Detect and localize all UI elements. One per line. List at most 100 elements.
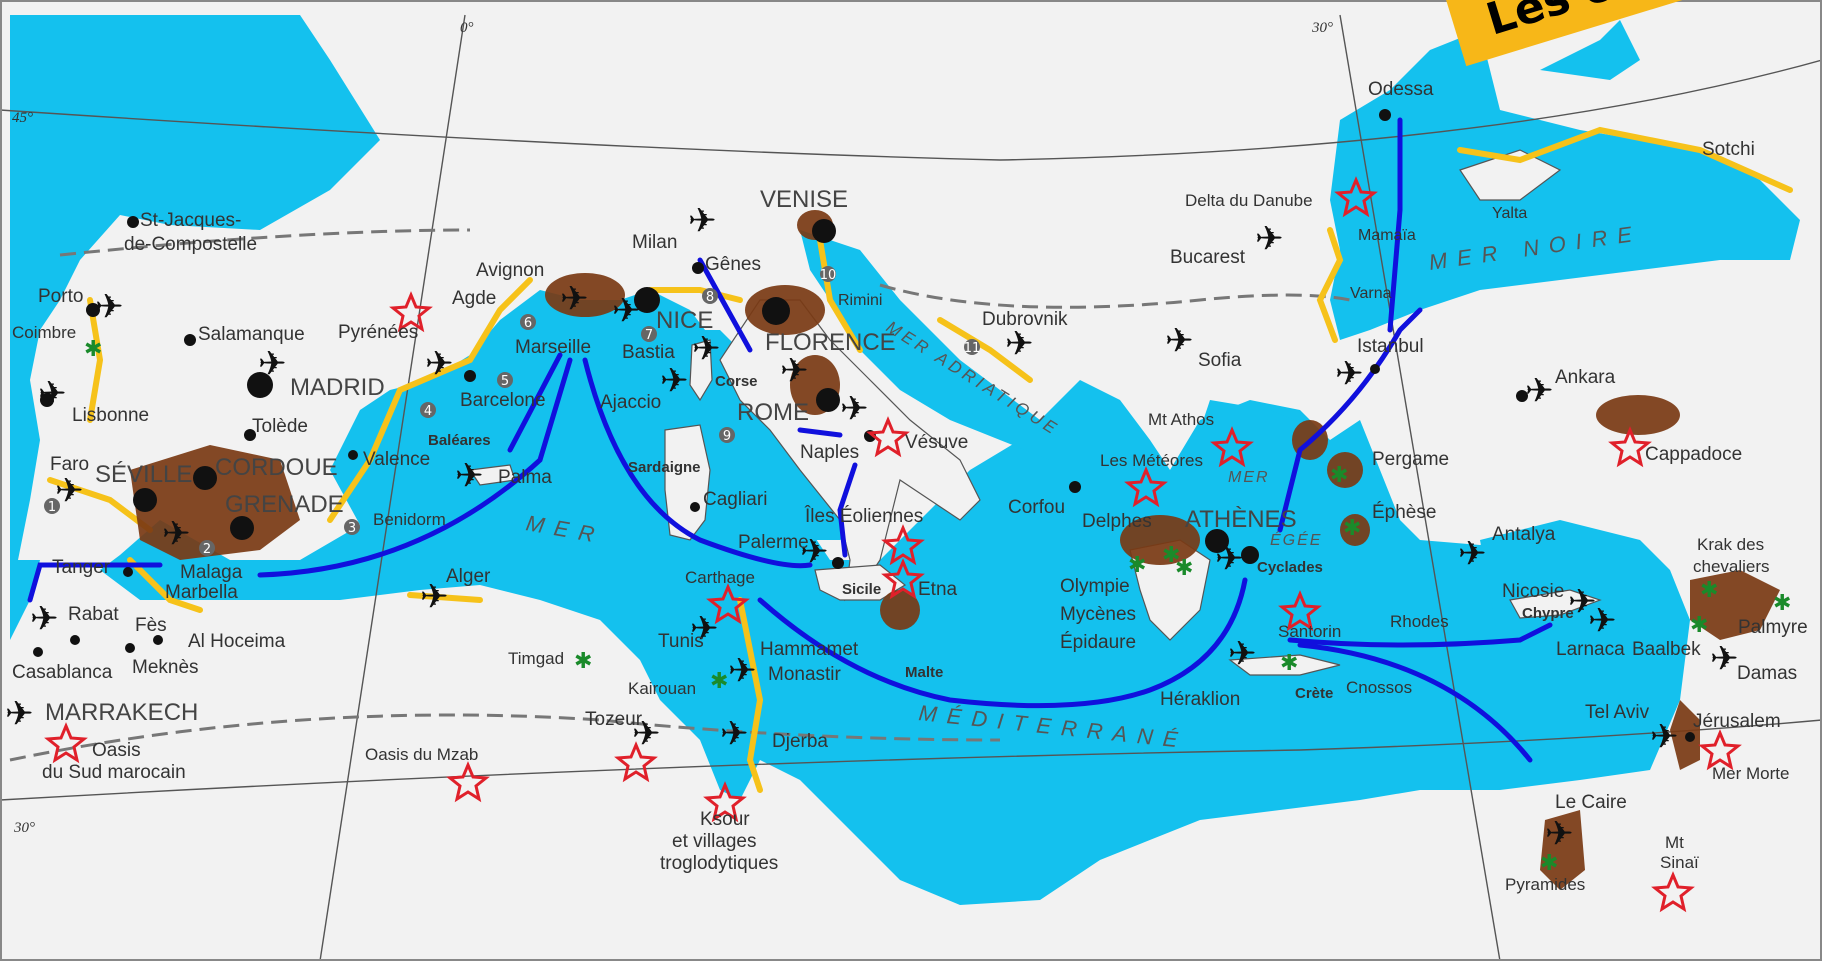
svg-text:✈: ✈ [660,361,689,401]
label-dubrovnik: Dubrovnik [982,309,1068,330]
label-lecaire: Le Caire [1555,792,1627,813]
cyprus [1509,589,1602,619]
label-corfou: Corfou [1008,497,1065,518]
label-cyclades: Cyclades [1257,559,1323,576]
label-cappadoce: Cappadoce [1645,444,1742,465]
svg-text:✈: ✈ [1650,717,1679,757]
label-ksour-3: troglodytiques [660,853,778,874]
svg-text:✈: ✈ [30,599,59,639]
label-crete: Crète [1295,685,1333,702]
label-delphes: Delphes [1082,511,1152,532]
marker-10: 10 [820,268,837,283]
svg-text:✈: ✈ [1525,371,1554,411]
label-heraklion: Héraklion [1160,689,1240,710]
svg-text:✈: ✈ [1458,534,1487,574]
marker-4: 4 [424,404,432,419]
marker-9: 9 [723,429,731,444]
label-ephese: Éphèse [1372,502,1436,523]
italy-peninsula [719,299,981,602]
city-dots [33,109,1695,742]
label-rabat: Rabat [68,604,119,625]
routes [27,117,1553,763]
aegean-label-2: ÉGÉE [1270,530,1322,549]
label-corse: Corse [715,373,758,390]
label-tunis: Tunis [658,631,704,652]
label-mermorte: Mer Morte [1712,764,1789,783]
svg-text:✈: ✈ [455,456,484,496]
svg-text:✱: ✱ [1540,851,1558,876]
label-marseille: Marseille [515,337,591,358]
svg-text:✈: ✈ [162,514,191,554]
label-salamanque: Salamanque [198,324,305,345]
label-istanbul: Istanbul [1357,336,1424,357]
marker-8: 8 [706,290,714,305]
svg-text:✈: ✈ [1255,219,1284,259]
city-labels: Odessa St-Jacques- de-Compostelle Porto … [12,79,1808,894]
svg-text:✱: ✱ [1690,613,1708,638]
svg-text:✈: ✈ [5,694,34,734]
azov-sea [1540,20,1640,80]
svg-text:✈: ✈ [1215,539,1244,579]
label-madrid: MADRID [290,374,385,401]
label-mzab: Oasis du Mzab [365,745,478,764]
label-marrakech: MARRAKECH [45,699,198,726]
label-valence: Valence [363,449,430,470]
label-malaga: Malaga [180,562,243,583]
label-krak-1: Krak des [1697,535,1764,554]
svg-text:✈: ✈ [728,651,757,691]
svg-text:✈: ✈ [612,291,641,331]
svg-text:✱: ✱ [1162,543,1180,568]
corsica [689,339,713,402]
label-cnossos: Cnossos [1346,678,1412,697]
marker-2: 2 [203,542,211,557]
svg-text:✈: ✈ [420,577,449,617]
label-nice: NICE [656,307,713,334]
svg-text:✈: ✈ [840,389,869,429]
label-florence: FLORENCE [765,329,896,356]
label-mtsinai-1: Mt [1665,833,1684,852]
svg-text:✈: ✈ [780,351,809,391]
svg-text:✈: ✈ [688,201,717,241]
marker-7: 7 [645,328,653,343]
heritage-areas [130,210,1780,890]
label-carthage: Carthage [685,568,755,587]
svg-text:✈: ✈ [1568,582,1597,622]
lon-0-label: 0° [460,20,474,36]
coastal-beaches [47,126,1793,793]
capital-labels: MADRID SÉVILLE CORDOUE GRENADE NICE VENI… [45,186,1297,726]
svg-text:✱: ✱ [1343,516,1361,541]
adriatic-sea [800,230,1050,460]
borders [9,228,1351,762]
label-timgad: Timgad [508,649,564,668]
marker-1: 1 [48,500,56,515]
label-cagliari: Cagliari [703,489,767,510]
label-baalbek: Baalbek [1632,639,1701,660]
svg-text:✈: ✈ [1005,324,1034,364]
label-sicile: Sicile [842,581,881,598]
marker-11: 11 [964,341,981,356]
label-oasis-2: du Sud marocain [42,762,186,783]
label-lisbonne: Lisbonne [72,405,149,426]
label-jerusalem: Jérusalem [1693,711,1781,732]
svg-text:✱: ✱ [574,649,592,674]
label-tozeur: Tozeur [585,709,643,730]
label-meteores: Les Météores [1100,451,1203,470]
atlantic-north [10,15,380,560]
label-palmyre: Palmyre [1738,617,1808,638]
svg-text:✈: ✈ [560,279,589,319]
svg-text:✱: ✱ [1175,556,1193,581]
label-epidaure: Épidaure [1060,632,1136,653]
svg-text:✱: ✱ [1700,578,1718,603]
label-agde: Agde [452,288,496,309]
label-seville: SÉVILLE [95,461,192,488]
label-alger: Alger [446,566,491,587]
label-kairouan: Kairouan [628,679,696,698]
label-tanger: Tanger [52,557,111,578]
label-rimini: Rimini [838,292,882,309]
label-sardaigne: Sardaigne [628,459,701,476]
island-labels: Baléares Sardaigne Corse Sicile Cyclades… [428,373,1574,702]
svg-text:✱: ✱ [710,669,728,694]
label-etna: Etna [918,579,958,600]
svg-text:✈: ✈ [1545,814,1574,854]
